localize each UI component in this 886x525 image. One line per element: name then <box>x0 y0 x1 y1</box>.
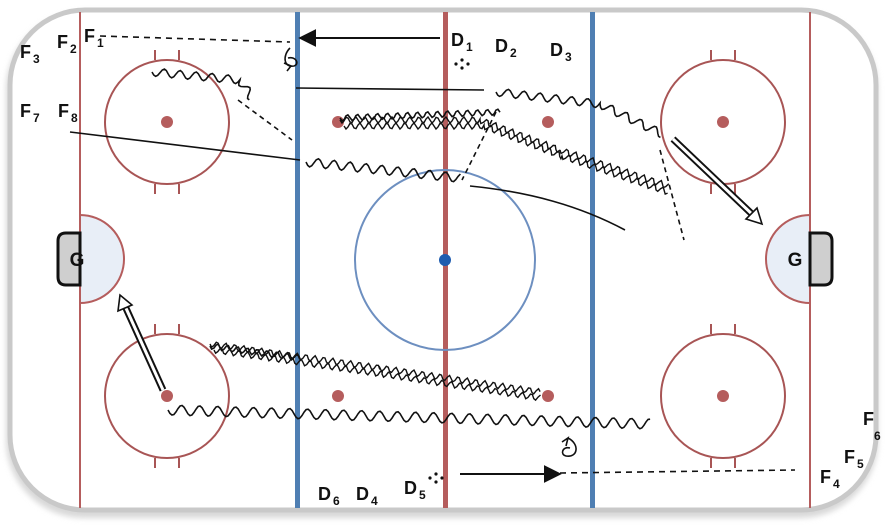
svg-text:6: 6 <box>874 429 881 443</box>
skate-path-bottom-lower <box>167 404 651 430</box>
faceoff-dot <box>332 390 344 402</box>
faceoff-dot <box>542 116 554 128</box>
goalie-left-label: G <box>70 250 85 271</box>
player-f1: F 1 <box>84 26 104 50</box>
player-d1: D 1 <box>451 30 473 54</box>
center-dot <box>439 254 451 266</box>
svg-text:D: D <box>356 484 369 504</box>
player-f3: F 3 <box>20 42 40 66</box>
pucks-bottom <box>428 472 444 484</box>
faceoff-dot <box>717 390 729 402</box>
faceoff-dot <box>542 390 554 402</box>
svg-text:D: D <box>550 40 563 60</box>
puck-carry-path-bottom-b <box>213 347 541 402</box>
blue-line-right <box>590 12 595 508</box>
player-d3: D 3 <box>550 40 572 64</box>
player-f4: F 4 <box>820 467 840 491</box>
line-center-right <box>469 185 626 231</box>
player-d4: D 4 <box>356 484 378 508</box>
skate-path-top-right <box>495 88 661 139</box>
loop-top <box>284 47 298 67</box>
pucks-top <box>454 58 470 70</box>
crease-right <box>765 213 811 305</box>
faceoff-dot <box>717 116 729 128</box>
svg-text:4: 4 <box>833 477 840 491</box>
faceoff-circle-top-left <box>104 50 230 194</box>
svg-text:4: 4 <box>371 494 378 508</box>
svg-text:3: 3 <box>33 52 40 66</box>
svg-text:F: F <box>84 26 95 46</box>
shot-arrow-left <box>117 293 167 392</box>
skate-path-center <box>305 157 461 183</box>
blue-line-left <box>295 12 300 508</box>
svg-text:F: F <box>57 32 68 52</box>
crease-left <box>79 213 125 305</box>
player-f8: F 8 <box>58 101 78 125</box>
svg-text:8: 8 <box>71 111 78 125</box>
svg-text:F: F <box>863 409 874 429</box>
svg-text:F: F <box>58 101 69 121</box>
player-d2: D 2 <box>495 36 517 60</box>
faceoff-circle-bottom-right <box>660 324 786 468</box>
puck-carry-path-top-b <box>343 121 668 196</box>
center-circle <box>354 169 536 351</box>
svg-text:D: D <box>451 30 464 50</box>
svg-text:2: 2 <box>510 46 517 60</box>
dashed-line-center <box>461 111 497 181</box>
svg-text:3: 3 <box>565 50 572 64</box>
goal-net-left <box>56 231 82 287</box>
svg-text:5: 5 <box>419 488 426 502</box>
svg-text:D: D <box>495 36 508 56</box>
dashed-line-right <box>659 149 685 241</box>
goal-net-right <box>808 231 834 287</box>
line-f8-center <box>69 131 301 161</box>
loop-bottom-arrowhead <box>561 436 570 447</box>
svg-text:F: F <box>820 467 831 487</box>
svg-text:F: F <box>20 42 31 62</box>
svg-text:D: D <box>318 484 331 504</box>
svg-text:6: 6 <box>333 494 340 508</box>
svg-text:7: 7 <box>33 111 40 125</box>
line-top-straight <box>295 87 485 91</box>
dashed-line-top <box>99 35 291 43</box>
skate-path-mid-upper <box>339 108 501 122</box>
player-d5: D 5 <box>404 478 426 502</box>
player-f7: F 7 <box>20 101 40 125</box>
player-f5: F 5 <box>844 447 864 471</box>
svg-text:1: 1 <box>466 40 473 54</box>
faceoff-circle-bottom-left <box>104 324 230 468</box>
faceoff-dot <box>161 116 173 128</box>
player-f6: F 6 <box>863 409 881 443</box>
svg-text:F: F <box>844 447 855 467</box>
svg-text:F: F <box>20 101 31 121</box>
loop-top-arrowhead <box>283 62 293 72</box>
faceoff-dot <box>161 390 173 402</box>
loop-bottom <box>561 437 577 457</box>
goalie-right-label: G <box>788 250 803 271</box>
svg-text:5: 5 <box>857 457 864 471</box>
svg-text:2: 2 <box>70 42 77 56</box>
skate-path-top-left <box>151 68 252 101</box>
shot-arrow-right <box>670 136 764 226</box>
svg-text:1: 1 <box>97 36 104 50</box>
dashed-line-left <box>237 99 293 141</box>
svg-text:D: D <box>404 478 417 498</box>
player-f2: F 2 <box>57 32 77 56</box>
player-d6: D 6 <box>318 484 340 508</box>
